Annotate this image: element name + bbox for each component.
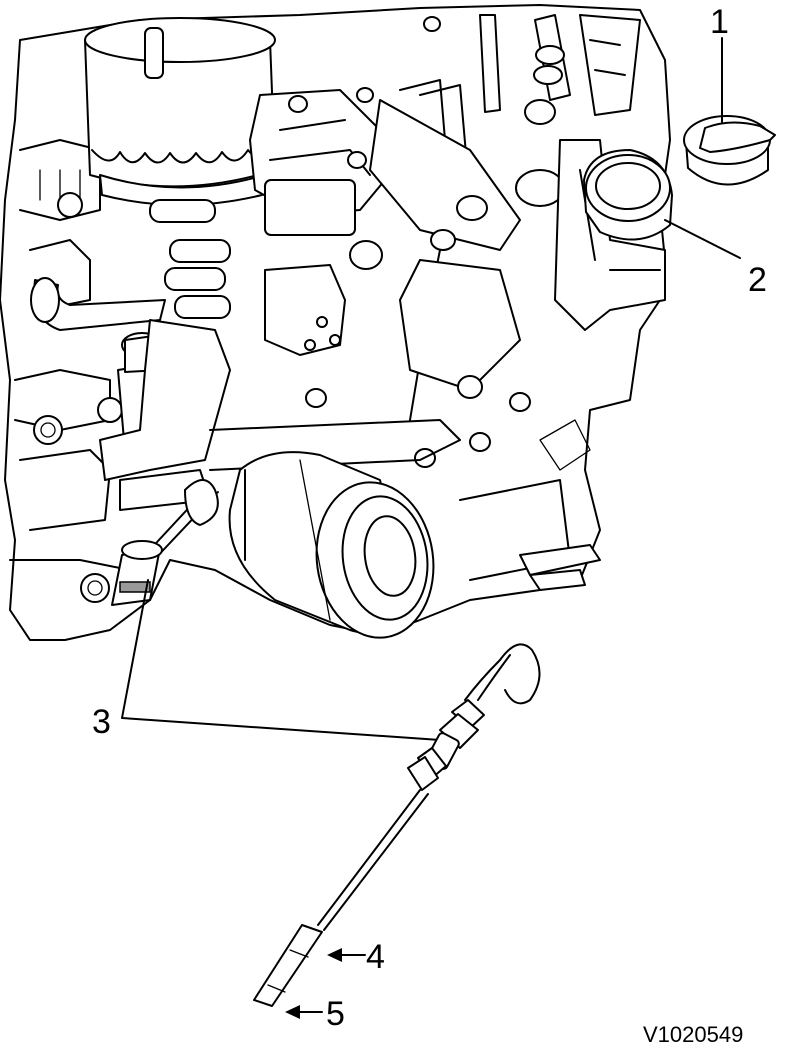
reference-code: V1020549 bbox=[643, 1022, 744, 1047]
callout-label-1: 1 bbox=[710, 3, 729, 41]
callout-3-leaders bbox=[121, 579, 441, 741]
callout-label-4: 4 bbox=[366, 938, 385, 976]
dipstick bbox=[253, 643, 541, 1007]
callout-label-5: 5 bbox=[326, 995, 345, 1033]
oil-filter bbox=[228, 451, 435, 639]
oil-filler-cap bbox=[683, 37, 776, 186]
sealing-ring bbox=[583, 149, 741, 259]
fittings bbox=[149, 199, 231, 319]
engine-components bbox=[99, 14, 666, 591]
callout-label-3: 3 bbox=[92, 703, 111, 741]
callout-label-2: 2 bbox=[748, 261, 767, 299]
fuel-filter-housing bbox=[84, 17, 276, 206]
arrows bbox=[285, 948, 366, 1019]
dipstick-tube-upper bbox=[111, 479, 219, 606]
bolt-heads bbox=[161, 16, 565, 468]
